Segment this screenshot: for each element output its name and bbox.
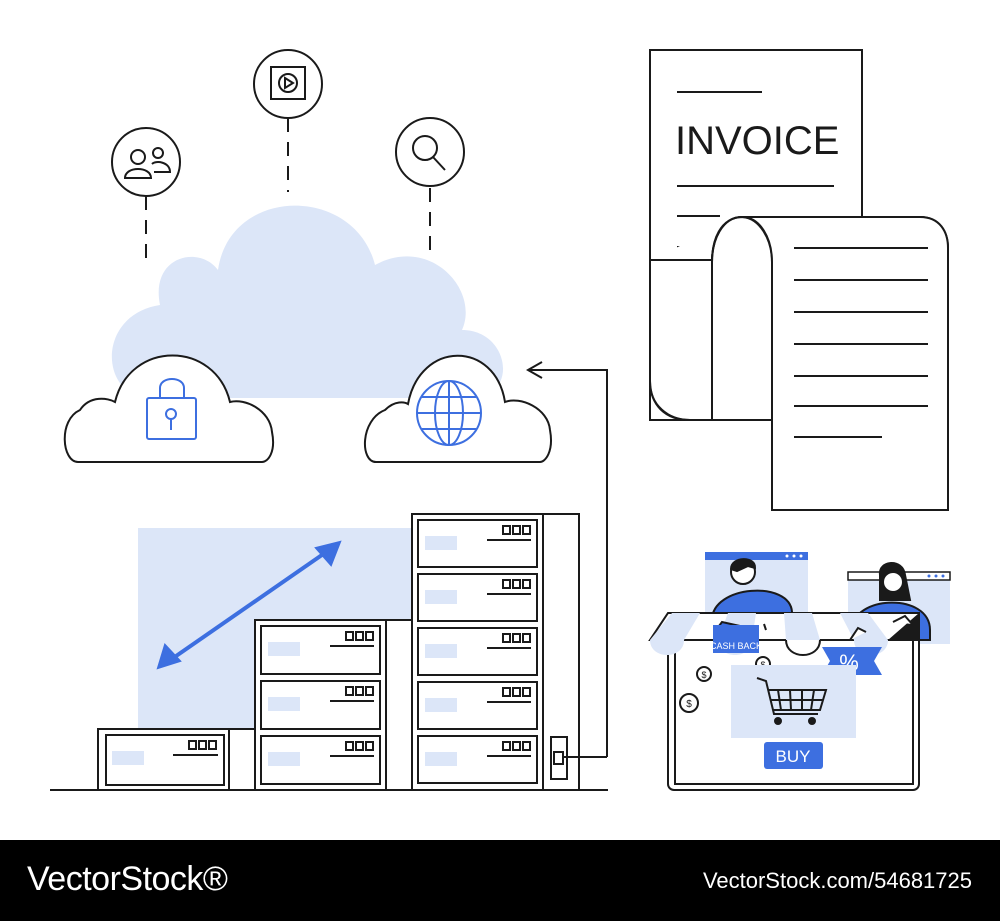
coin-icon: $ bbox=[696, 666, 712, 682]
invoice-heading: INVOICE bbox=[675, 119, 839, 163]
cashback-label: CASH BACK bbox=[710, 641, 762, 651]
server-unit bbox=[260, 625, 381, 675]
cloud-shape bbox=[111, 205, 504, 398]
server-unit bbox=[260, 680, 381, 730]
users-icon bbox=[111, 127, 181, 197]
server-unit bbox=[417, 735, 538, 784]
server-to-cloud-arrow bbox=[525, 361, 608, 757]
lock-cloud bbox=[63, 354, 274, 463]
invoice-document: INVOICE bbox=[649, 49, 949, 511]
brand-logo: VectorStock® bbox=[27, 860, 228, 898]
search-icon bbox=[395, 117, 465, 187]
cloud-group bbox=[63, 49, 608, 757]
server-group bbox=[50, 513, 608, 791]
server-unit bbox=[417, 627, 538, 676]
buy-label[interactable]: BUY bbox=[776, 747, 811, 766]
watermark-bar: VectorStock® VectorStock.com/54681725 bbox=[0, 840, 1000, 921]
online-shop: CASH BACK % $ $ $ bbox=[648, 552, 951, 791]
server-unit bbox=[417, 519, 538, 568]
double-arrow-icon bbox=[156, 540, 342, 670]
svg-text:$: $ bbox=[701, 670, 706, 680]
coin-icon: $ bbox=[679, 693, 699, 713]
shopping-cart-icon bbox=[756, 677, 828, 725]
server-unit bbox=[417, 573, 538, 622]
server-rack-tall bbox=[411, 513, 607, 791]
lock-icon bbox=[146, 378, 197, 440]
image-id: VectorStock.com/54681725 bbox=[702, 868, 972, 893]
illustration: INVOICE bbox=[50, 49, 951, 791]
svg-text:$: $ bbox=[686, 699, 692, 710]
cashback-sign: CASH BACK bbox=[710, 625, 762, 653]
server-unit bbox=[417, 681, 538, 730]
server-unit bbox=[260, 735, 381, 785]
globe-icon bbox=[416, 380, 482, 446]
server-rack-small bbox=[97, 728, 255, 791]
server-rack-medium bbox=[254, 619, 413, 791]
video-play-icon bbox=[253, 49, 323, 119]
buy-button[interactable]: BUY bbox=[764, 742, 823, 769]
globe-cloud bbox=[364, 354, 552, 463]
